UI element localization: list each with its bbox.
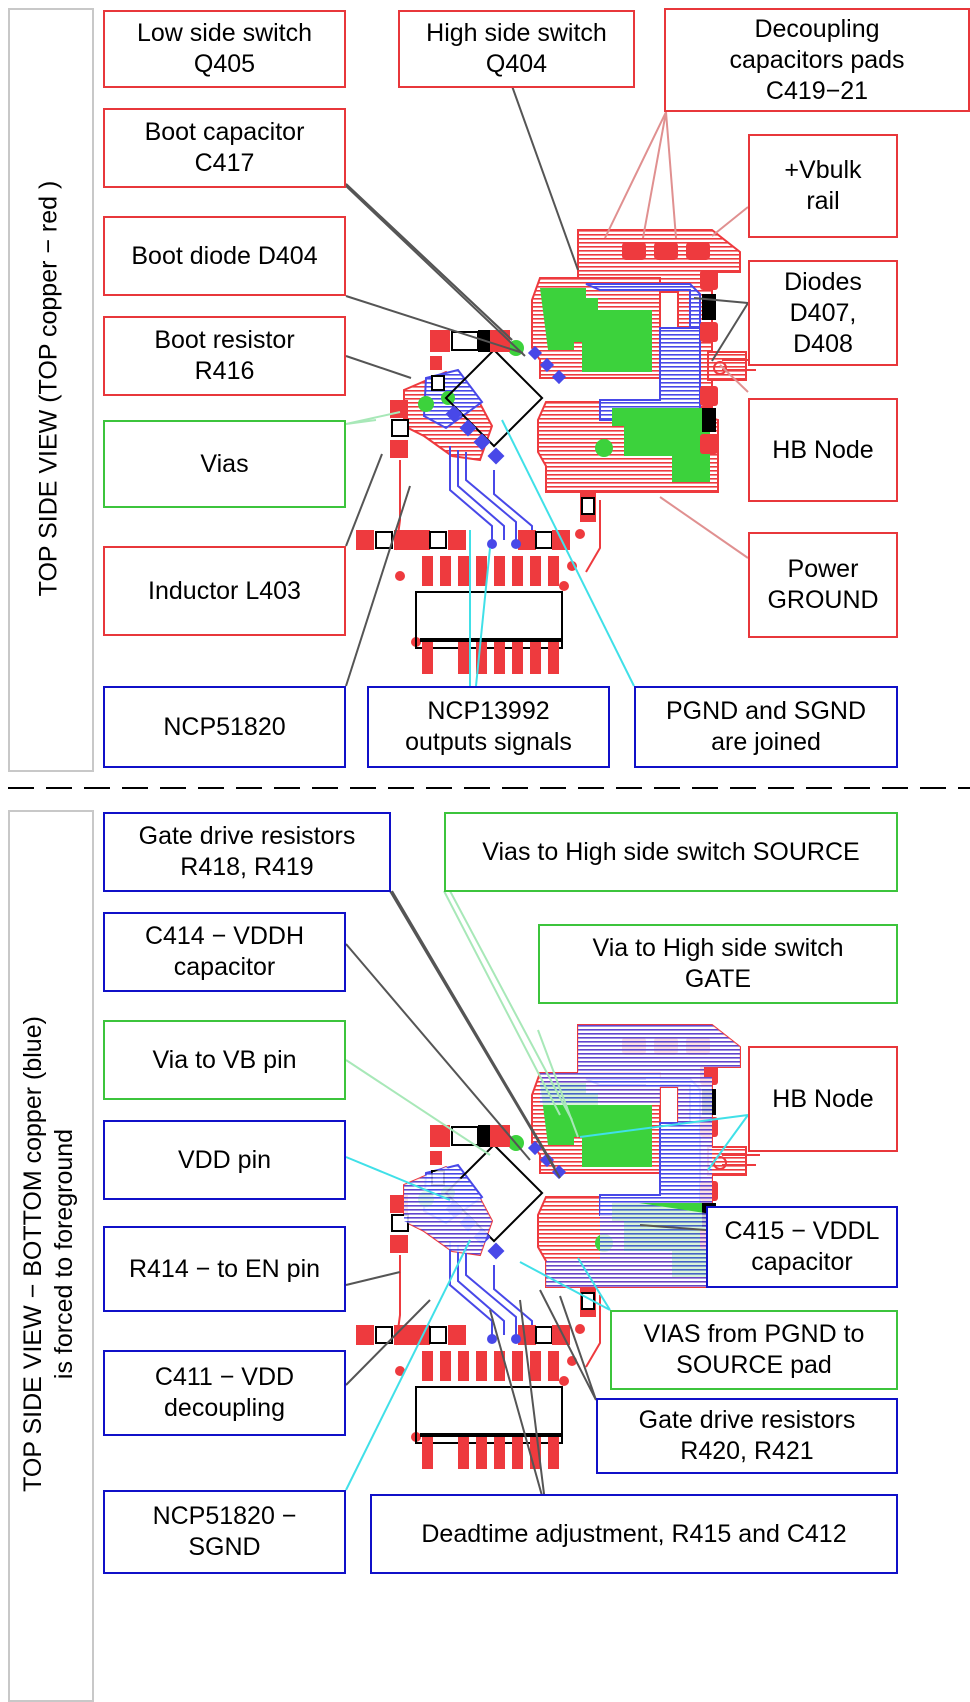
label-pgnd-sgnd: PGND and SGND are joined	[634, 686, 898, 768]
label-c414: C414 − VDDH capacitor	[103, 912, 346, 992]
label-boot-resistor: Boot resistor R416	[103, 316, 346, 396]
label-via-vb: Via to VB pin	[103, 1020, 346, 1100]
label-low-side-switch: Low side switch Q405	[103, 10, 346, 88]
bottom-leaders	[345, 890, 749, 1511]
label-boot-diode: Boot diode D404	[103, 216, 346, 296]
label-r414: R414 − to EN pin	[103, 1226, 346, 1312]
top-view-title: TOP SIDE VIEW (TOP copper − red )	[34, 180, 63, 597]
label-vdd-pin: VDD pin	[103, 1120, 346, 1200]
label-high-side-switch: High side switch Q404	[398, 10, 635, 88]
label-inductor: Inductor L403	[103, 546, 346, 636]
label-vias: Vias	[103, 420, 346, 508]
label-vias-hs-source: Vias to High side switch SOURCE	[444, 812, 898, 892]
label-decoupling-capacitors: Decoupling capacitors pads C419−21	[664, 8, 970, 112]
label-boot-capacitor: Boot capacitor C417	[103, 108, 346, 188]
label-ncp13992: NCP13992 outputs signals	[367, 686, 610, 768]
label-c415: C415 − VDDL capacitor	[706, 1206, 898, 1288]
top-leaders	[345, 85, 749, 687]
top-board	[355, 229, 761, 675]
label-gate-resistors-low: Gate drive resistors R420, R421	[596, 1398, 898, 1474]
label-ncp51820-sgnd: NCP51820 − SGND	[103, 1490, 346, 1574]
top-view-panel	[8, 8, 94, 772]
label-hb-node: HB Node	[748, 398, 898, 502]
label-deadtime: Deadtime adjustment, R415 and C412	[370, 1494, 898, 1574]
label-c411: C411 − VDD decoupling	[103, 1350, 346, 1436]
label-gate-resistors-high: Gate drive resistors R418, R419	[103, 812, 391, 892]
bottom-view-panel	[8, 810, 94, 1702]
label-power-ground: Power GROUND	[748, 532, 898, 638]
label-ncp51820: NCP51820	[103, 686, 346, 768]
label-hb-node-bottom: HB Node	[748, 1046, 898, 1152]
label-via-hs-gate: Via to High side switch GATE	[538, 924, 898, 1004]
label-vias-pgnd-source: VIAS from PGND to SOURCE pad	[610, 1310, 898, 1390]
bottom-view-title-line1: TOP SIDE VIEW − BOTTOM copper (blue)	[19, 1016, 47, 1492]
bottom-view-title: TOP SIDE VIEW − BOTTOM copper (blue) is …	[18, 810, 80, 1698]
bottom-view-title-line2: is forced to foreground	[50, 1128, 78, 1380]
label-diodes: Diodes D407, D408	[748, 260, 898, 366]
label-vbulk-rail: +Vbulk rail	[748, 134, 898, 238]
